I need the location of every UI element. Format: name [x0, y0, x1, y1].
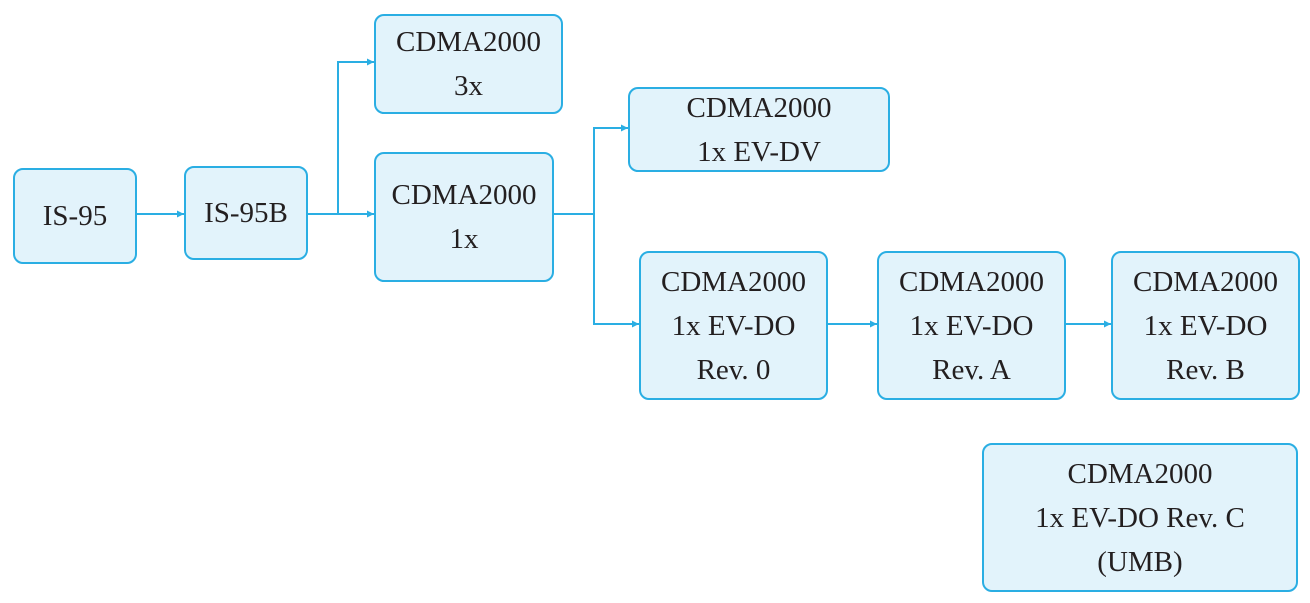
node-ev-do-rev-b-line-1: CDMA2000: [1132, 265, 1278, 298]
node-ev-do-rev-a: CDMA2000 1x EV-DO Rev. A: [877, 251, 1066, 400]
node-ev-do-rev-b: CDMA2000 1x EV-DO Rev. B: [1111, 251, 1300, 400]
node-ev-do-rev-a-line-2: 1x EV-DO: [909, 309, 1034, 342]
node-ev-do-rev-b-line-2: 1x EV-DO: [1143, 309, 1268, 342]
node-cdma2000-3x: CDMA2000 3x: [374, 14, 563, 114]
node-cdma2000-1x: CDMA2000 1x: [374, 152, 554, 282]
node-cdma2000-1x-line-2: 1x: [449, 223, 479, 255]
arrow-cdma2000-1x-to-ev-do-rev-0: [593, 214, 639, 328]
arrow-cdma2000-1x-to-ev-dv: [554, 124, 628, 215]
node-ev-dv-line-2: 1x EV-DV: [697, 135, 821, 168]
node-ev-do-rev-c-umb: CDMA2000 1x EV-DO Rev. C (UMB): [982, 443, 1298, 592]
node-is95-line-1: IS-95: [42, 200, 108, 232]
node-ev-do-rev-c-line-1: CDMA2000: [1067, 457, 1213, 490]
node-ev-do-rev-b-line-3: Rev. B: [1166, 353, 1245, 386]
node-is95: IS-95: [13, 168, 137, 264]
node-ev-do-rev-0-line-1: CDMA2000: [660, 265, 806, 298]
node-is95b-line-1: IS-95B: [204, 197, 288, 229]
node-cdma2000-1x-line-1: CDMA2000: [391, 179, 537, 211]
arrow-is95b-to-cdma2000-3x: [308, 58, 374, 215]
node-cdma2000-3x-line-2: 3x: [454, 70, 483, 102]
node-ev-do-rev-c-line-2: 1x EV-DO Rev. C: [1035, 501, 1245, 534]
node-is95b: IS-95B: [184, 166, 308, 260]
node-ev-dv: CDMA2000 1x EV-DV: [628, 87, 890, 172]
node-ev-dv-line-1: CDMA2000: [686, 91, 832, 124]
node-ev-do-rev-c-line-3: (UMB): [1097, 545, 1183, 578]
node-ev-do-rev-0: CDMA2000 1x EV-DO Rev. 0: [639, 251, 828, 400]
node-ev-do-rev-0-line-3: Rev. 0: [696, 353, 771, 386]
node-ev-do-rev-a-line-1: CDMA2000: [898, 265, 1044, 298]
node-cdma2000-3x-line-1: CDMA2000: [395, 26, 541, 58]
node-ev-do-rev-0-line-2: 1x EV-DO: [671, 309, 796, 342]
node-ev-do-rev-a-line-3: Rev. A: [932, 353, 1011, 386]
